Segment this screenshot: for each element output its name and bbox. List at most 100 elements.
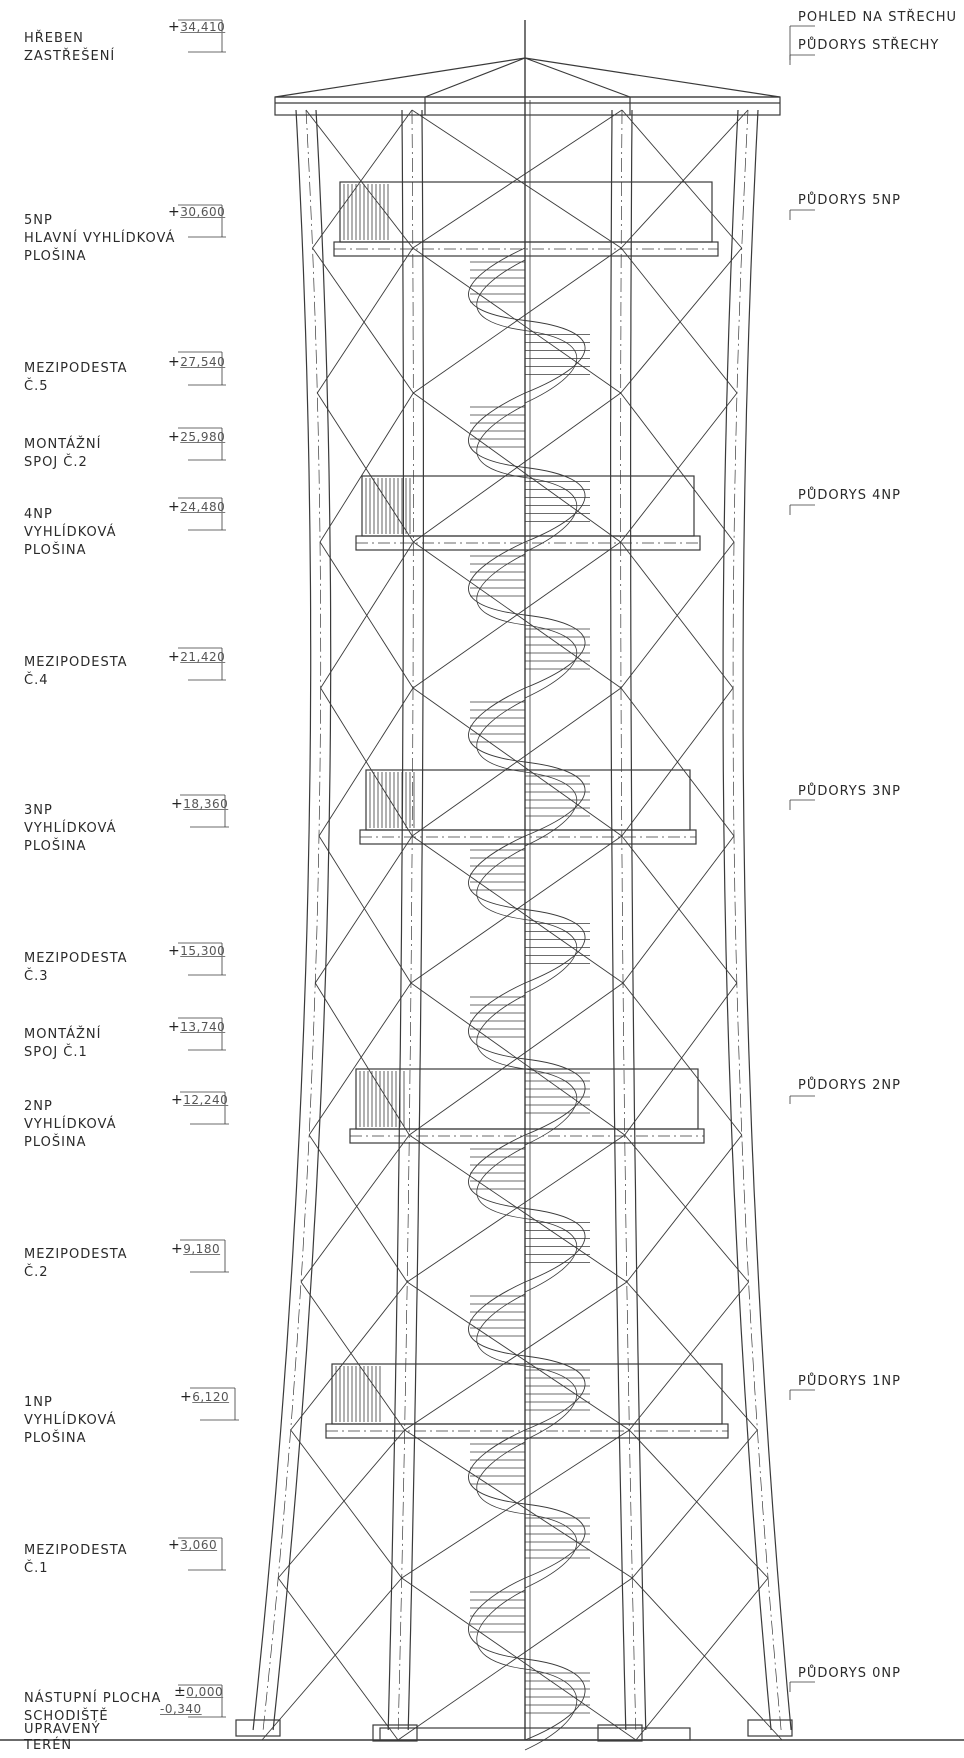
elev-30600: +30,600 (168, 204, 226, 220)
brace (626, 1134, 743, 1283)
brace (412, 687, 623, 837)
view-roof-plan: PŮDORYS STŘECHY (798, 38, 940, 53)
spiral-stair-stringer (476, 1589, 578, 1751)
spiral-stair-stringer (476, 699, 578, 847)
leg-edge (742, 109, 792, 1731)
brace (406, 1281, 630, 1431)
brace (411, 687, 622, 837)
view-plan-1np: PŮDORYS 1NP (798, 1374, 901, 1389)
leg-edge (252, 109, 312, 1731)
brace (316, 392, 414, 543)
brace (622, 835, 735, 984)
spiral-stair-stringer (468, 1577, 586, 1741)
brace (620, 109, 749, 249)
spiral-stair-stringer (476, 553, 578, 699)
leg-centerline (732, 109, 782, 1731)
brace (401, 1577, 637, 1741)
brace (620, 392, 735, 543)
brace (620, 541, 734, 689)
spiral-stair-stringer (468, 247, 586, 394)
brace (410, 982, 625, 1136)
brace (277, 1577, 399, 1741)
footing (372, 1724, 418, 1742)
leg-centerline (620, 109, 637, 1731)
elev-18360: +18,360 (171, 796, 229, 812)
footing (597, 1724, 643, 1742)
spiral-stair-stringer (476, 847, 578, 994)
elev-21420: +21,420 (168, 649, 226, 665)
roof-outline (274, 57, 781, 98)
leg-edge (630, 109, 647, 1731)
brace (635, 1577, 769, 1741)
brace (624, 982, 738, 1136)
elev-6120: +6,120 (180, 1389, 230, 1405)
leg-edge (407, 109, 424, 1731)
brace (312, 247, 414, 394)
view-plan-5np: PŮDORYS 5NP (798, 193, 901, 208)
elev-12240: +12,240 (171, 1092, 229, 1108)
spiral-stair-stringer (476, 1441, 578, 1589)
brace (277, 1429, 406, 1579)
brace (290, 1281, 408, 1431)
view-plan-0np: PŮDORYS 0NP (798, 1666, 901, 1681)
view-roof-elevation: POHLED NA STŘECHU (798, 10, 958, 25)
brace (404, 1281, 628, 1431)
brace (620, 392, 738, 543)
brace (397, 1577, 633, 1741)
brace (406, 1134, 625, 1283)
brace (318, 687, 414, 837)
brace (631, 1429, 758, 1579)
leg-centerline (262, 109, 322, 1731)
brace (308, 1134, 408, 1283)
brace (626, 1281, 758, 1431)
brace (404, 1429, 633, 1579)
elev-0000: ±0,000 (174, 1684, 224, 1700)
brace (316, 247, 414, 394)
brace (319, 392, 414, 543)
brace (409, 1134, 628, 1283)
brace (412, 109, 623, 249)
brace (629, 1429, 769, 1579)
brace (308, 982, 412, 1136)
brace (628, 1281, 749, 1431)
view-plan-4np: PŮDORYS 4NP (798, 488, 901, 503)
leg-centerline (397, 109, 414, 1731)
platform-railing (339, 181, 713, 243)
spiral-stair-stringer (476, 1293, 578, 1441)
brace (631, 1577, 783, 1741)
platform-railing (361, 475, 695, 537)
elev-15300: +15,300 (168, 943, 226, 959)
brace (624, 1134, 749, 1283)
spiral-stair-stringer (476, 259, 578, 404)
footing (747, 1719, 793, 1737)
brace (621, 687, 734, 837)
spiral-stair-stringer (476, 1146, 578, 1293)
brace (300, 1134, 410, 1283)
view-plan-2np: PŮDORYS 2NP (798, 1078, 901, 1093)
brace (621, 835, 738, 984)
elev-minus340: -0,340 (160, 1702, 202, 1716)
brace (622, 982, 743, 1136)
elev-9180: +9,180 (171, 1241, 221, 1257)
brace (261, 1577, 403, 1741)
elev-34410: +34,410 (168, 19, 226, 35)
spiral-stair-stringer (468, 982, 586, 1136)
leg-edge (722, 109, 772, 1731)
brace (413, 392, 621, 543)
brace (621, 109, 743, 249)
brace (411, 109, 622, 249)
brace (314, 982, 410, 1136)
